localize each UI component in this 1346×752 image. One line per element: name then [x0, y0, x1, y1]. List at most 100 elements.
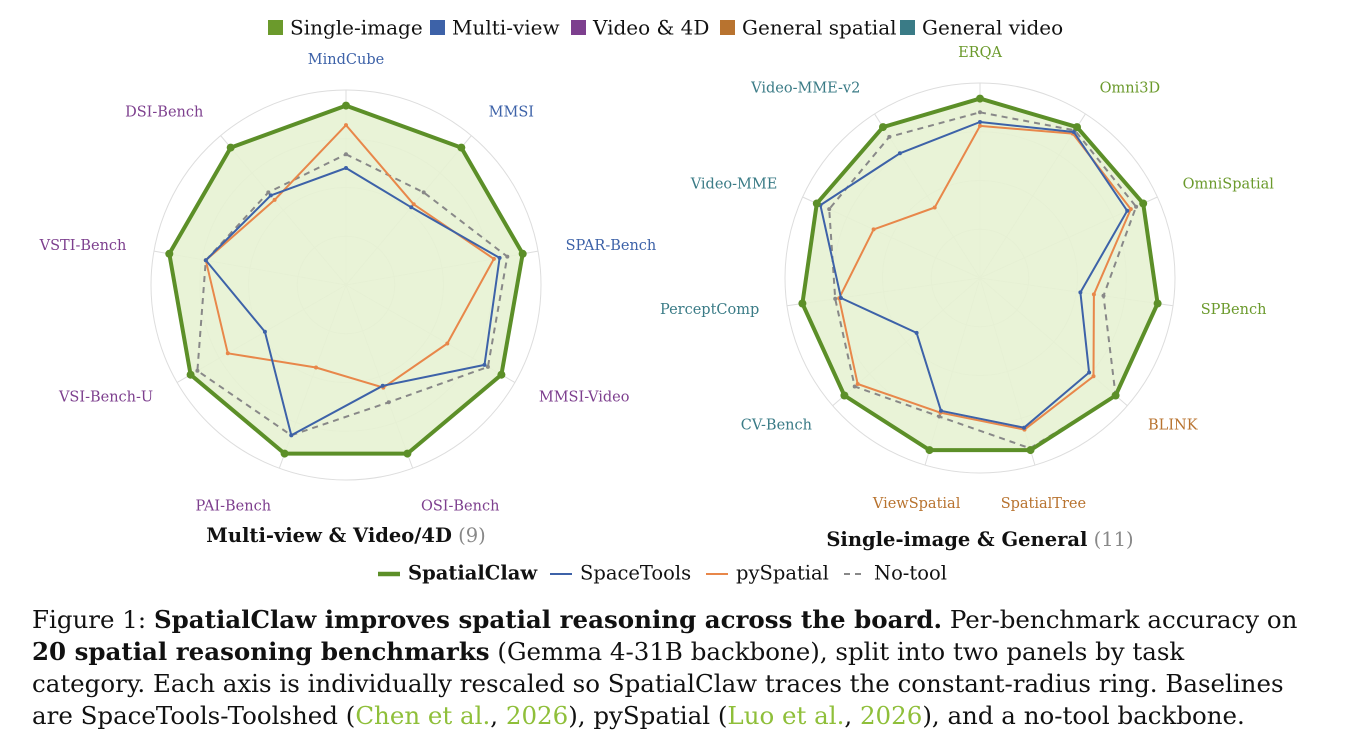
spatialclaw-point — [812, 199, 821, 208]
spacetools-point — [409, 205, 414, 210]
radar-axis-label: Video-MME-v2 — [750, 81, 860, 97]
pyspatial-point — [855, 382, 860, 386]
no-tool-series-line — [196, 153, 509, 437]
pyspatial-point — [1091, 374, 1096, 379]
no-tool-point — [827, 207, 832, 212]
spacetools-point — [262, 329, 267, 334]
spacetools-point — [1022, 425, 1026, 430]
series-legend-item: SpatialClaw — [378, 562, 538, 585]
caption-text-2: (Gemma 4-31B backbone), split into two p… — [32, 637, 1284, 730]
spatialclaw-point — [518, 249, 527, 258]
no-tool-point — [266, 190, 271, 195]
category-legend-label: Single-image — [290, 16, 423, 40]
category-legend-label: Video & 4D — [592, 16, 709, 40]
caption-bold-count: 20 spatial reasoning benchmarks — [32, 637, 490, 666]
radar-axis-label: SpatialTree — [1001, 496, 1086, 512]
spatialclaw-point — [798, 299, 807, 308]
pyspatial-point — [314, 365, 318, 370]
category-legend-item: General spatial — [720, 16, 897, 40]
spacetools-point — [839, 296, 843, 300]
radar-axis-label: DSI-Bench — [125, 105, 203, 121]
caption-bold-title: SpatialClaw improves spatial reasoning a… — [153, 605, 943, 634]
radar-axis-label: SPBench — [1201, 302, 1267, 318]
series-legend-label: SpaceTools — [580, 562, 691, 585]
spatialclaw-point — [457, 143, 466, 152]
pyspatial-point — [932, 205, 937, 210]
spatialclaw-point — [226, 143, 235, 152]
spatialclaw-point — [1073, 123, 1081, 132]
no-tool-point — [1101, 293, 1106, 298]
no-tool-point — [1134, 204, 1139, 209]
radar-axis-label: OSI-Bench — [421, 498, 499, 514]
caption-label: Figure 1: — [32, 605, 147, 634]
radar-axis-label: MMSI-Video — [539, 390, 630, 406]
spatialclaw-point — [497, 370, 506, 379]
no-tool-point — [852, 384, 857, 389]
spatialclaw-point — [165, 249, 174, 258]
spacetools-point — [268, 193, 273, 198]
spacetools-point — [1071, 130, 1076, 134]
spatialclaw-point — [1111, 391, 1120, 400]
radar-axis-label: PAI-Bench — [195, 498, 271, 514]
no-tool-point — [421, 190, 426, 195]
spacetools-point — [289, 433, 294, 438]
pyspatial-point — [445, 341, 450, 346]
pyspatial-point — [871, 227, 876, 232]
category-legend-swatch — [430, 20, 445, 35]
pyspatial-series-line — [838, 124, 1132, 431]
spacetools-point — [939, 408, 943, 413]
citation-chen-name[interactable]: Chen et al. — [355, 701, 491, 730]
pyspatial-point — [225, 351, 230, 356]
no-tool-point — [978, 110, 982, 115]
spacetools-series-line — [204, 167, 501, 437]
category-legend: Single-image Multi-view Video & 4D General … — [268, 16, 1063, 40]
radar-axis-label: Omni3D — [1100, 81, 1160, 97]
radar-axis-label: CV-Bench — [741, 417, 812, 433]
category-legend-swatch — [571, 20, 586, 35]
radar-axis-label: OmniSpatial — [1183, 177, 1275, 193]
spacetools-point — [380, 383, 385, 388]
spatialclaw-point — [1026, 446, 1035, 455]
spacetools-point — [203, 258, 208, 263]
spatialclaw-point — [925, 446, 934, 455]
figure-canvas: Single-image Multi-view Video & 4D General … — [39, 16, 1275, 585]
no-tool-series-line — [828, 111, 1138, 450]
spatialclaw-series-line — [800, 96, 1160, 453]
spacetools-point — [497, 255, 502, 260]
radar-axis-label: ViewSpatial — [872, 496, 961, 512]
figure-caption: Figure 1: SpatialClaw improves spatial r… — [32, 604, 1302, 732]
spatialclaw-point — [186, 370, 195, 379]
radar-panel-title: Single-image & General (11) — [826, 528, 1133, 551]
spatialclaw-point — [879, 123, 887, 132]
no-tool-point — [386, 400, 391, 405]
citation-luo-name[interactable]: Luo et al. — [727, 701, 845, 730]
pyspatial-point — [344, 123, 348, 128]
no-tool-point — [505, 254, 510, 259]
category-legend-swatch — [720, 20, 735, 35]
citation-chen-year[interactable]: 2026 — [505, 701, 569, 730]
radar-axis-label: VSI-Bench-U — [58, 390, 153, 406]
pyspatial-point — [491, 256, 496, 261]
series-legend-item: pySpatial — [706, 562, 829, 585]
category-legend-item: Single-image — [268, 16, 423, 40]
spacetools-point — [897, 151, 902, 156]
no-tool-point — [195, 368, 200, 373]
citation-luo-year[interactable]: 2026 — [859, 701, 923, 730]
no-tool-point — [937, 414, 942, 419]
no-tool-point — [344, 152, 348, 157]
series-legend-item: SpaceTools — [550, 562, 691, 585]
spacetools-point — [482, 362, 487, 367]
radar-panel-1: MindCubeMMSISPAR-BenchMMSI-VideoOSI-Benc… — [39, 52, 657, 547]
spacetools-point — [344, 166, 348, 170]
series-legend-label: No-tool — [874, 562, 947, 585]
radar-axis-label: SPAR-Bench — [566, 238, 657, 254]
caption-text-4: ), and a no-tool backbone. — [922, 701, 1245, 730]
radar-axis-label: ERQA — [958, 45, 1002, 61]
radar-axis-label: BLINK — [1148, 417, 1199, 433]
radar-axis-label: Video-MME — [690, 177, 778, 193]
spacetools-point — [1078, 290, 1083, 295]
category-legend-label: General video — [922, 16, 1063, 40]
category-legend-label: Multi-view — [452, 16, 560, 40]
radar-axis-label: VSTI-Bench — [39, 238, 127, 254]
